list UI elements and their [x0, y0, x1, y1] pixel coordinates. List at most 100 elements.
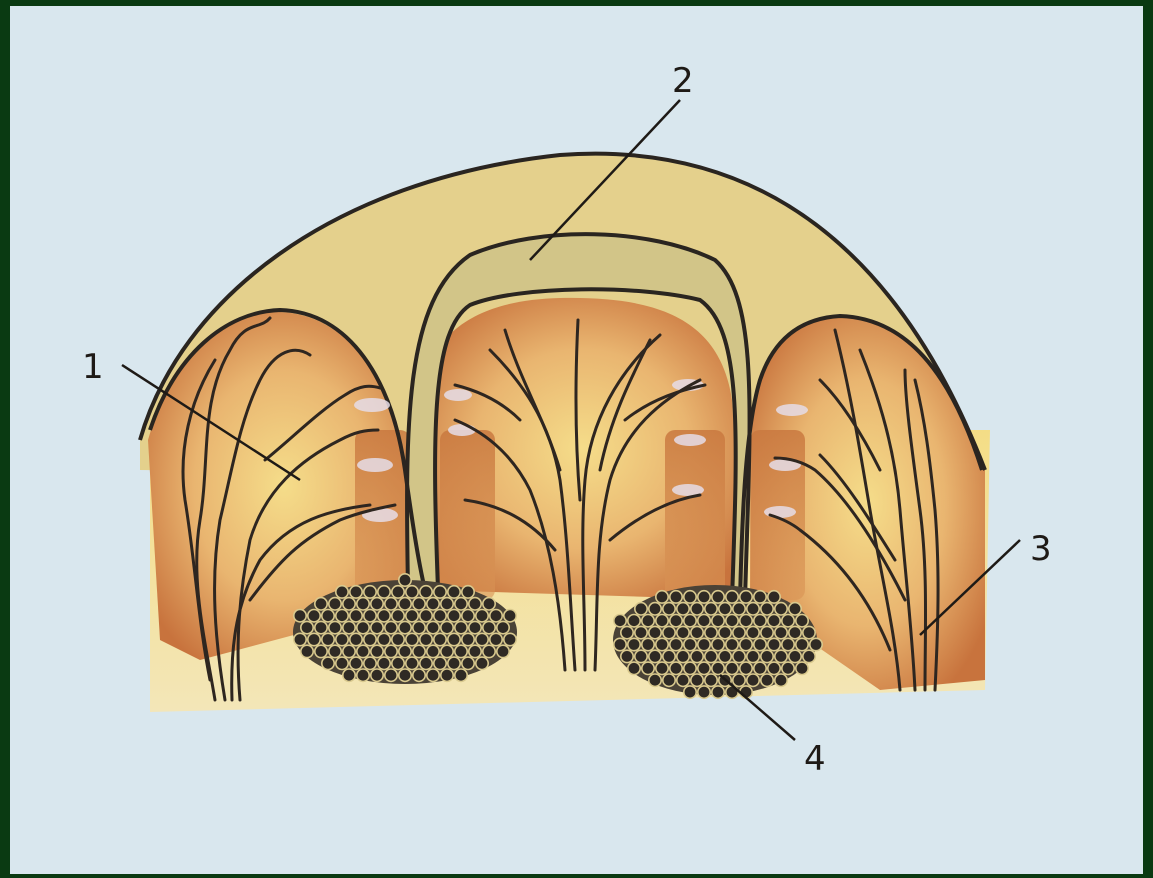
follicle-cell	[329, 645, 341, 657]
rust-band-center-right	[665, 430, 725, 600]
follicle-cell	[698, 591, 710, 603]
follicle-cell	[385, 598, 397, 610]
follicle-cell	[733, 674, 745, 686]
follicle-cell	[698, 615, 710, 627]
follicle-cell	[705, 674, 717, 686]
follicle-cell	[441, 669, 453, 681]
follicle-cell	[399, 574, 411, 586]
follicle-cell	[420, 586, 432, 598]
follicle-cell	[768, 615, 780, 627]
follicle-cell	[504, 610, 516, 622]
follicle-cell	[677, 674, 689, 686]
follicle-cell	[712, 591, 724, 603]
follicle-cell	[357, 669, 369, 681]
follicle-cell	[343, 598, 355, 610]
follicle-cell	[301, 645, 313, 657]
follicle-cell	[497, 621, 509, 633]
follicle-cell	[357, 645, 369, 657]
follicle-cell	[649, 626, 661, 638]
follicle-cell	[455, 621, 467, 633]
follicle-cell	[434, 610, 446, 622]
follicle-cell	[614, 638, 626, 650]
follicle-cell	[483, 645, 495, 657]
follicle-cell	[434, 657, 446, 669]
follicle-cell	[385, 669, 397, 681]
follicle-cell	[490, 633, 502, 645]
follicle-cell	[350, 657, 362, 669]
follicle-cell	[712, 615, 724, 627]
follicle-cell	[469, 645, 481, 657]
follicle-cell	[441, 598, 453, 610]
follicle-cell	[504, 633, 516, 645]
follicle-cell	[322, 657, 334, 669]
follicle-cell	[406, 586, 418, 598]
follicle-cell	[378, 633, 390, 645]
follicle-cell	[448, 657, 460, 669]
follicle-cell	[385, 645, 397, 657]
follicle-cell	[796, 615, 808, 627]
follicle-cell	[740, 591, 752, 603]
follicle-cell	[427, 598, 439, 610]
follicle-cell	[308, 610, 320, 622]
follicle-cell	[392, 586, 404, 598]
follicle-cell	[761, 674, 773, 686]
follicle-cell	[455, 669, 467, 681]
follicle-cell	[684, 686, 696, 698]
follicle-cell	[747, 626, 759, 638]
follicle-cell	[455, 598, 467, 610]
follicle-cell	[378, 586, 390, 598]
label-2: 2	[672, 61, 694, 101]
follicle-cell	[656, 591, 668, 603]
follicle-cell	[803, 650, 815, 662]
follicle-cell	[677, 650, 689, 662]
follicle-cell	[392, 610, 404, 622]
follicle-cell	[712, 686, 724, 698]
rust-band-center-left	[440, 430, 495, 600]
follicle-cell	[719, 603, 731, 615]
follicle-cell	[733, 626, 745, 638]
follicle-cell	[483, 621, 495, 633]
follicle-cell	[789, 626, 801, 638]
follicle-cell	[343, 645, 355, 657]
follicle-cell	[469, 598, 481, 610]
follicle-cell	[691, 603, 703, 615]
follicle-cell	[635, 650, 647, 662]
follicle-cell	[343, 621, 355, 633]
follicle-cell	[399, 669, 411, 681]
follicle-cell	[684, 591, 696, 603]
follicle-cell	[614, 615, 626, 627]
follicle-cell	[691, 674, 703, 686]
follicle-cell	[768, 591, 780, 603]
follicle-cell	[810, 638, 822, 650]
follicle-cell	[705, 650, 717, 662]
follicle-cell	[399, 598, 411, 610]
label-1: 1	[82, 347, 104, 387]
follicle-cell	[462, 657, 474, 669]
follicle-cell	[448, 586, 460, 598]
follicle-cell	[719, 650, 731, 662]
follicle-cell	[761, 650, 773, 662]
follicle-cell	[628, 638, 640, 650]
follicle-cell	[336, 633, 348, 645]
follicle-cell	[663, 674, 675, 686]
follicle-cell	[364, 657, 376, 669]
follicle-cell	[399, 645, 411, 657]
follicle-cell	[656, 662, 668, 674]
follicle-cell	[343, 669, 355, 681]
label-3: 3	[1030, 529, 1052, 569]
follicle-cell	[684, 638, 696, 650]
follicle-cell	[371, 598, 383, 610]
follicle-cell	[385, 621, 397, 633]
follicle-cell	[294, 633, 306, 645]
follicle-cell	[726, 615, 738, 627]
follicle-cell	[712, 638, 724, 650]
follicle-cell	[364, 633, 376, 645]
follicle-cell	[406, 610, 418, 622]
follicle-cell	[649, 674, 661, 686]
follicle-cell	[413, 645, 425, 657]
follicle-cell	[371, 621, 383, 633]
follicle-cell	[726, 591, 738, 603]
follicle-cell	[726, 662, 738, 674]
follicle-cell	[336, 586, 348, 598]
follicle-cell	[677, 603, 689, 615]
